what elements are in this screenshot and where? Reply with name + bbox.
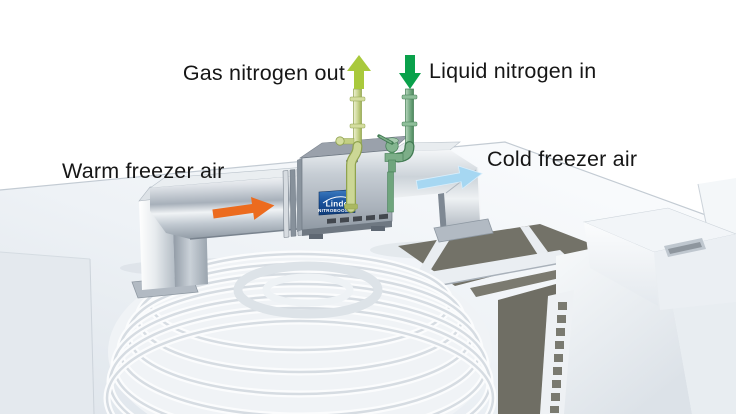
gas-out-arrow-icon xyxy=(347,55,371,89)
unit-vents xyxy=(327,213,388,224)
gas-valve-icon xyxy=(335,136,345,146)
label-warm-freezer-air: Warm freezer air xyxy=(62,159,224,183)
pipe-flange xyxy=(401,94,418,100)
right-duct-front xyxy=(392,150,481,234)
right-duct-top xyxy=(390,141,461,152)
pipe-flange xyxy=(344,203,358,210)
linde-brand: Linde xyxy=(326,200,349,209)
label-liquid-nitrogen-in: Liquid nitrogen in xyxy=(429,59,596,83)
unit-foot xyxy=(371,226,385,231)
warm-air-arrow-icon xyxy=(212,197,275,220)
cold-air-arrow-icon xyxy=(415,165,483,190)
liquid-pipe-drop xyxy=(388,159,396,173)
left-wall-cut xyxy=(0,252,94,414)
label-gas-nitrogen-out: Gas nitrogen out xyxy=(183,61,345,85)
opening-strip xyxy=(520,226,548,255)
block-notch-inner xyxy=(668,242,702,254)
duct-edge xyxy=(189,228,299,240)
wall-edge xyxy=(89,258,95,414)
unit-left-edge xyxy=(297,158,302,232)
pipe-flange xyxy=(401,121,418,127)
ladder-rungs xyxy=(550,302,567,413)
left-duct-front xyxy=(150,176,298,239)
roof-edge xyxy=(0,141,736,227)
doorway xyxy=(498,284,556,414)
liquid-pipe xyxy=(377,88,418,213)
gas-pipe xyxy=(335,88,366,213)
valve-lever-highlight xyxy=(379,135,392,144)
pipe-flange xyxy=(349,96,366,102)
raised-block-front xyxy=(584,222,658,306)
beam-slot xyxy=(470,270,560,297)
right-duct-foot xyxy=(433,218,494,243)
spiral-drum xyxy=(103,250,497,414)
pipe-flange xyxy=(349,123,366,129)
duct-highlight xyxy=(477,167,482,229)
unit-base xyxy=(302,221,392,236)
wall-edge xyxy=(0,251,91,260)
liquid-pipe-front xyxy=(387,171,394,213)
unit-foot xyxy=(309,234,323,239)
right-duct-left-face xyxy=(438,193,447,236)
gas-pipe-elbow xyxy=(347,142,362,212)
label-cold-freezer-air: Cold freezer air xyxy=(487,147,637,171)
nitroboost-product: NITROBOOST™ xyxy=(318,208,356,213)
liquid-in-arrow-icon xyxy=(399,55,421,89)
